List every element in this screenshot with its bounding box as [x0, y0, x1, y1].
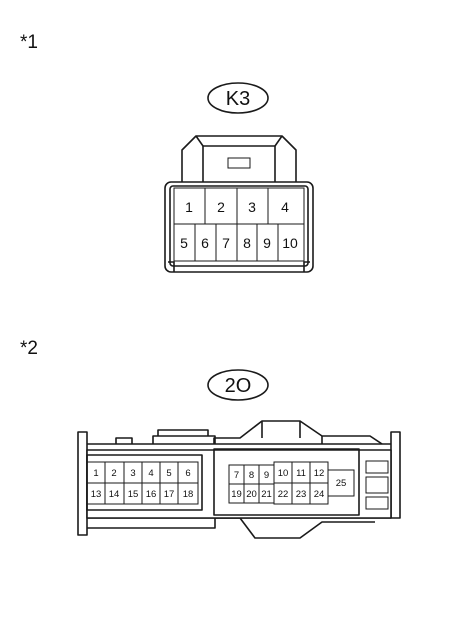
pin: 4 [148, 468, 153, 479]
pin: 10 [282, 235, 298, 251]
pin: 18 [183, 489, 194, 500]
pin: 8 [243, 235, 251, 251]
pin: 20 [246, 489, 257, 500]
pin: 6 [201, 235, 209, 251]
pin: 23 [296, 489, 307, 500]
pin: 9 [263, 235, 271, 251]
pin: 16 [146, 489, 157, 500]
pin: 15 [128, 489, 139, 500]
pin: 3 [130, 468, 135, 479]
pin: 1 [93, 468, 98, 479]
pin: 10 [278, 468, 289, 479]
pin: 8 [249, 470, 254, 481]
connector2-left-pins: 1 2 3 4 5 6 13 14 15 16 17 18 [91, 468, 194, 500]
connector2-mid-pins: 7 8 9 19 20 21 [231, 470, 272, 500]
pin: 19 [231, 489, 242, 500]
pin: 2 [111, 468, 116, 479]
pin: 17 [164, 489, 175, 500]
pin: 13 [91, 489, 102, 500]
pin: 5 [166, 468, 171, 479]
pin: 25 [336, 478, 347, 489]
connector2-right-grid [273, 461, 355, 505]
pin: 9 [264, 470, 269, 481]
pin: 6 [185, 468, 190, 479]
pin: 4 [281, 199, 289, 215]
pin: 2 [217, 199, 225, 215]
pin: 21 [261, 489, 272, 500]
connector1-housing [164, 135, 314, 273]
pin: 3 [248, 199, 256, 215]
pin: 12 [314, 468, 325, 479]
connector1-pins: 1 2 3 4 5 6 7 8 9 10 [180, 199, 298, 251]
connector2-marker: *2 [20, 338, 38, 359]
pin: 22 [278, 489, 289, 500]
pin: 7 [234, 470, 239, 481]
pin: 1 [185, 199, 193, 215]
connector2-right-pins: 10 11 12 22 23 24 25 [278, 468, 347, 500]
pin: 24 [314, 489, 325, 500]
pin: 14 [109, 489, 120, 500]
connector2-code-badge: 2O [207, 369, 269, 401]
connector2-left-grid [86, 461, 199, 505]
connector1-marker: *1 [20, 32, 38, 53]
pin: 11 [296, 468, 306, 479]
pin: 7 [222, 235, 230, 251]
pin: 5 [180, 235, 188, 251]
connector1-code-badge: K3 [207, 82, 269, 114]
connector1-code: K3 [226, 88, 250, 110]
connector2-code: 2O [225, 375, 252, 397]
